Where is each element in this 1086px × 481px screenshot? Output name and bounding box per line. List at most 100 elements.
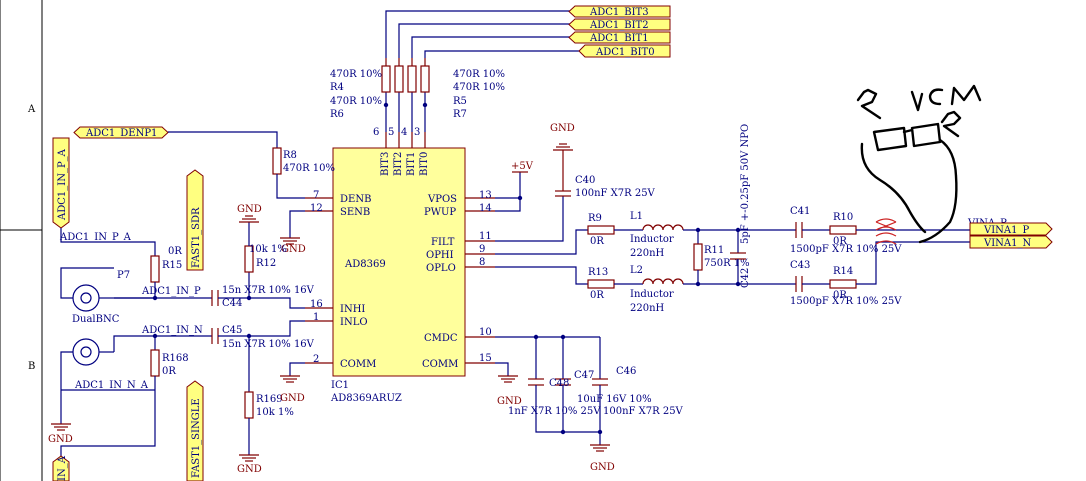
port-fast1-single[interactable]: FAST1_SINGLE: [186, 380, 204, 481]
pin-label-inhi: INHI: [340, 304, 365, 315]
port-adc1-bit3[interactable]: ADC1_BIT3: [568, 5, 671, 18]
resistor-r10[interactable]: [829, 225, 857, 235]
resistor-r8[interactable]: [272, 147, 282, 175]
c40-value: 100nF X7R 25V: [575, 188, 656, 199]
r11-designator: R11: [704, 245, 724, 256]
r14-designator: R14: [833, 266, 853, 277]
r15-designator: R15: [162, 260, 182, 271]
port-label: FAST1_SINGLE: [191, 398, 202, 478]
resistor-r15[interactable]: [150, 255, 160, 283]
gnd-label: GND: [280, 393, 305, 404]
port-label: ADC1_IN_P_A: [57, 148, 68, 221]
c43-value: 1500pF X7R 10% 25V: [790, 296, 902, 307]
capacitor-c44[interactable]: [211, 290, 219, 306]
junction-dot: [560, 429, 566, 435]
c42-value: 5pF +-0.25pF 50V NPO: [740, 124, 751, 244]
resistor-r169[interactable]: [244, 391, 254, 419]
resistor-r13[interactable]: [587, 279, 615, 289]
net-label-adc1-in-p: ADC1_IN_P: [141, 286, 201, 297]
r13-designator: R13: [588, 267, 608, 278]
power-label: +5V: [511, 161, 534, 172]
port-label: ADC1_BIT3: [589, 7, 649, 18]
capacitor-c41[interactable]: [795, 222, 803, 238]
r14-value: 0R: [833, 290, 847, 301]
c47-value: 10uF 16V 10%: [577, 394, 652, 405]
r9-designator: R9: [588, 213, 602, 224]
junction-dot: [422, 102, 428, 108]
wire: [276, 174, 305, 199]
pin-number-3: 3: [414, 127, 420, 138]
port-adc1-bit2[interactable]: ADC1_BIT2: [568, 18, 671, 31]
r4-value: 470R 10%: [330, 69, 382, 80]
wire: [60, 228, 156, 256]
r169-value: 10k 1%: [256, 407, 294, 418]
c45-designator: C45: [222, 325, 242, 336]
ic1-symbol[interactable]: BIT3 BIT2 BIT1 BIT0 DENB SENB AD8369 INH…: [332, 147, 466, 377]
wire: [495, 196, 564, 242]
r10-designator: R10: [833, 212, 853, 223]
r7-designator: R7: [453, 109, 467, 120]
wire: [60, 267, 114, 299]
dual-bnc-connector[interactable]: [72, 284, 114, 366]
wire: [495, 266, 588, 285]
port-in-a-vertical[interactable]: IN_A: [52, 455, 70, 481]
wire: [218, 297, 305, 309]
r7-value: 470R 10%: [453, 82, 505, 93]
capacitor-c48[interactable]: [528, 378, 544, 386]
net-label-adc1-in-n-a: ADC1_IN_N_A: [74, 380, 149, 391]
junction-dot: [695, 281, 701, 287]
port-adc1-bit1[interactable]: ADC1_BIT1: [568, 31, 671, 44]
wire: [113, 335, 212, 352]
gnd-label: GND: [281, 244, 306, 255]
port-fast1-sdr[interactable]: FAST1_SDR: [186, 169, 204, 271]
capacitor-c40[interactable]: [555, 150, 571, 197]
port-label: ADC1_BIT0: [595, 47, 655, 58]
inductor-l1[interactable]: [642, 224, 684, 231]
port-vina1-p[interactable]: VINA1_P: [969, 222, 1053, 236]
capacitor-c45[interactable]: [211, 328, 219, 344]
c40-designator: C40: [575, 175, 595, 186]
gnd-symbol: GND: [280, 375, 305, 404]
pin-label-bit2: BIT2: [393, 152, 404, 176]
pin-label-bit3: BIT3: [380, 152, 391, 176]
gnd-label: GND: [590, 462, 615, 473]
l1-value: 220nH: [630, 248, 665, 259]
pin-number-15: 15: [479, 353, 492, 364]
sheet-frame: A B: [0, 0, 43, 481]
port-label: ADC1_BIT1: [589, 33, 649, 44]
net-label-adc1-in-p-a: ADC1_IN_P_A: [59, 232, 132, 243]
resistor-r11[interactable]: [693, 243, 703, 271]
gnd-label: GND: [497, 396, 522, 407]
resistor-pack-bit[interactable]: [381, 58, 430, 93]
capacitor-c43[interactable]: [795, 276, 803, 292]
r8-value: 470R 10%: [283, 163, 335, 174]
port-vina1-n[interactable]: VINA1_N: [969, 235, 1053, 249]
resistor-r14[interactable]: [829, 279, 857, 289]
gnd-label: GND: [48, 434, 73, 445]
port-adc1-bit0[interactable]: ADC1_BIT0: [578, 44, 671, 58]
pin-label-senb: SENB: [340, 207, 370, 218]
resistor-r9[interactable]: [587, 225, 615, 235]
pin-label-comm: COMM: [340, 359, 376, 370]
dualbnc-label: DualBNC: [72, 314, 120, 325]
wire: [289, 210, 305, 238]
r5-value: 470R 10%: [453, 69, 505, 80]
pin-label-pwup: PWUP: [424, 207, 456, 218]
c41-value: 1500pF X7R 10% 25V: [790, 244, 902, 255]
r168-value: 0R: [162, 366, 176, 377]
pin-label-oplo: OPLO: [426, 263, 456, 274]
port-adc1-in-p-a-vertical[interactable]: ADC1_IN_P_A: [52, 137, 70, 229]
port-adc1-denp1[interactable]: ADC1_DENP1: [73, 126, 169, 139]
junction-dot: [383, 102, 389, 108]
r15-value: 0R: [168, 246, 182, 257]
pin-number-7: 7: [313, 190, 319, 201]
gnd-symbol: GND: [237, 204, 262, 223]
resistor-r168[interactable]: [150, 349, 160, 377]
pin-label-vpos: VPOS: [427, 194, 457, 205]
inductor-l2[interactable]: [642, 278, 684, 285]
c47-designator: C47: [574, 370, 594, 381]
power-plus5v: +5V: [511, 161, 534, 173]
capacitor-c46[interactable]: [592, 378, 608, 386]
r13-value: 0R: [590, 290, 604, 301]
r169-designator: R169: [256, 394, 283, 405]
